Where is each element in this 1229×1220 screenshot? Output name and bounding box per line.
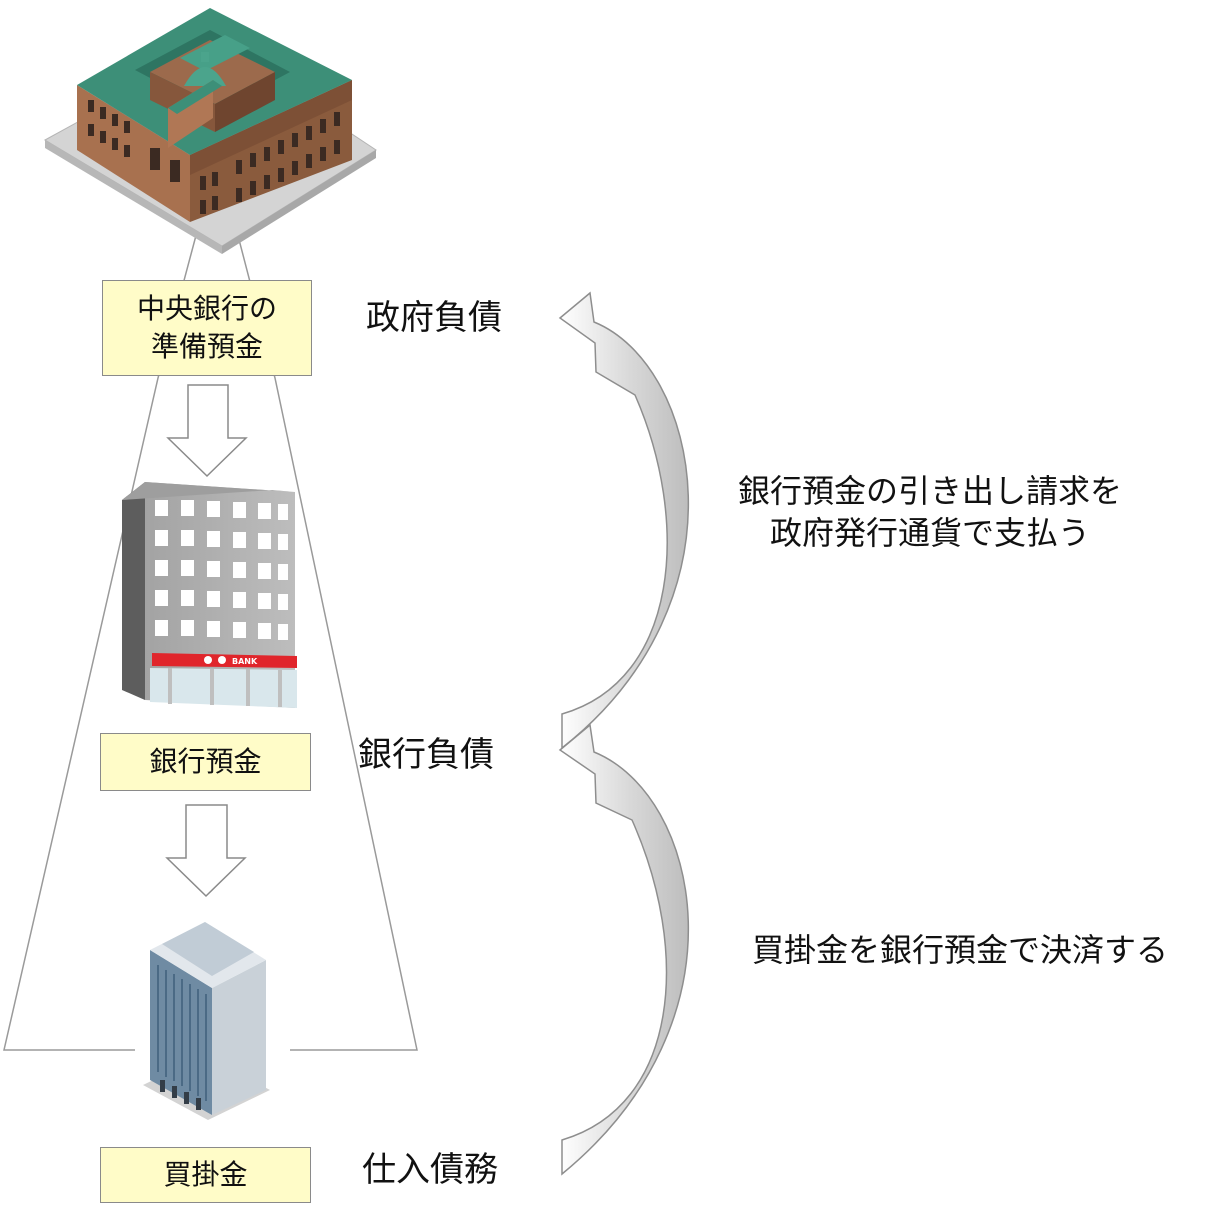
office-building-illustration bbox=[143, 922, 270, 1120]
accounts-payable-box: 買掛金 bbox=[100, 1147, 311, 1203]
central-bank-reserves-line1: 中央銀行の bbox=[136, 292, 277, 325]
upper-note-line1: 銀行預金の引き出し請求を bbox=[737, 472, 1122, 510]
accounts-payable-label: 買掛金 bbox=[163, 1158, 248, 1191]
lower-note: 買掛金を銀行預金で決済する bbox=[751, 931, 1168, 969]
upper-note-line2: 政府発行通貨で支払う bbox=[769, 514, 1090, 552]
bank-sign: BANK bbox=[232, 657, 258, 666]
curved-arrow-lower bbox=[558, 723, 690, 1176]
central-bank-reserves-line2: 準備預金 bbox=[150, 330, 263, 363]
down-arrow-icon bbox=[165, 384, 248, 898]
upper-note: 銀行預金の引き出し請求を 政府発行通貨で支払う bbox=[700, 470, 1160, 554]
government-liability-label: 政府負債 bbox=[366, 298, 502, 338]
bank-liability-label: 銀行負債 bbox=[358, 735, 494, 775]
trade-payables-label: 仕入債務 bbox=[362, 1150, 498, 1190]
bank-illustration bbox=[122, 482, 297, 708]
curved-arrow-upper bbox=[558, 291, 690, 750]
bank-deposit-label: 銀行預金 bbox=[149, 745, 262, 778]
central-bank-reserves-box: 中央銀行の 準備預金 bbox=[102, 280, 312, 376]
bank-deposit-box: 銀行預金 bbox=[100, 733, 311, 791]
central-bank-illustration bbox=[43, 8, 377, 254]
